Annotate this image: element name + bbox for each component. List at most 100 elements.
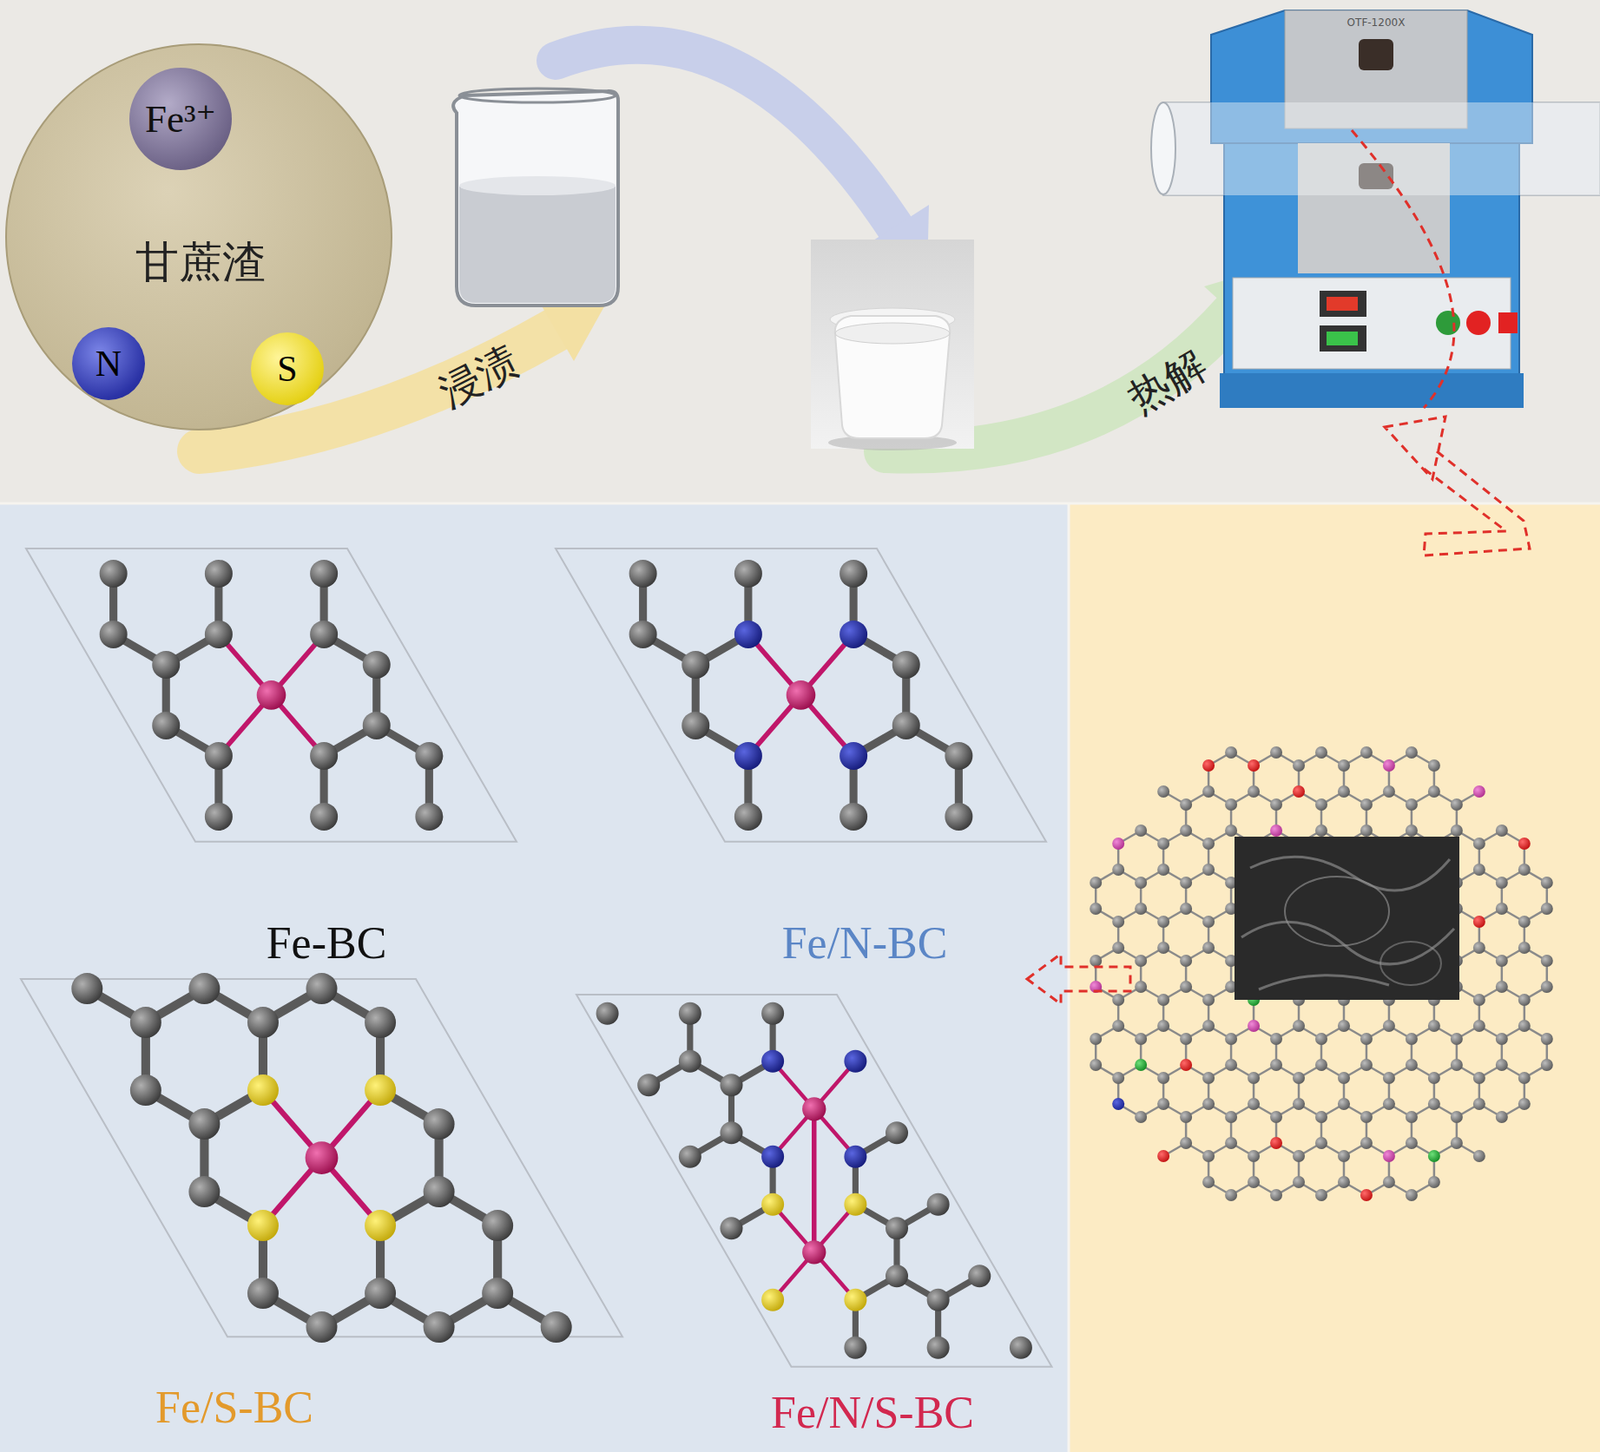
atom [1247, 759, 1260, 772]
fe-atom [786, 680, 817, 711]
structure-caption: Fe/N/S-BC [770, 1388, 975, 1438]
atom [1112, 1072, 1125, 1085]
atom [1428, 785, 1441, 798]
atom [99, 620, 128, 649]
atom [1247, 1176, 1260, 1189]
atom [1382, 1020, 1396, 1033]
atom [1157, 1072, 1170, 1085]
atom [1495, 876, 1508, 889]
atom [188, 1176, 220, 1208]
atom [1382, 759, 1396, 772]
atom [1270, 1137, 1283, 1150]
atom [1202, 994, 1215, 1007]
atom [423, 1108, 455, 1140]
atom [1518, 994, 1531, 1007]
atom [1202, 837, 1215, 850]
atom [1405, 1059, 1418, 1072]
atom [1224, 1137, 1238, 1150]
atom [1224, 1189, 1238, 1202]
atom [1247, 1150, 1260, 1163]
sem-texture [1241, 856, 1455, 990]
atom [1450, 1137, 1463, 1150]
biomass-circle: 甘蔗渣Fe³⁺NS [5, 43, 393, 431]
atom [1270, 1111, 1283, 1124]
atom [481, 1277, 514, 1310]
node-text: Fe³⁺ [144, 99, 217, 139]
lattice-structures [20, 548, 1053, 1368]
node-text: N [95, 345, 122, 382]
atom [1134, 954, 1147, 968]
atom [719, 1073, 743, 1097]
beaker-rim [459, 88, 616, 103]
atom [1450, 1111, 1463, 1124]
atom [1179, 798, 1192, 811]
atom [761, 1050, 784, 1074]
beaker-liquid [459, 182, 616, 303]
atom [761, 1289, 784, 1312]
atom [1495, 954, 1508, 968]
atom [1450, 1059, 1463, 1072]
atom [1495, 1059, 1508, 1072]
switch [1498, 312, 1518, 334]
atom [596, 1002, 619, 1026]
atom [1134, 981, 1147, 994]
crucible-photo [810, 239, 975, 449]
atom [1179, 1111, 1192, 1124]
atom [1473, 915, 1486, 929]
sem-texture [1380, 941, 1442, 986]
atom [1315, 1137, 1328, 1150]
atom [364, 1007, 396, 1039]
atom [1360, 798, 1373, 811]
atom [1270, 1033, 1283, 1046]
structure-caption: Fe/S-BC [155, 1382, 314, 1433]
atom [1518, 1098, 1531, 1111]
atom [967, 1264, 991, 1288]
button [1435, 310, 1461, 336]
atom [1405, 1137, 1418, 1150]
button [1466, 310, 1491, 336]
atom [1292, 785, 1305, 798]
atom [885, 1217, 909, 1240]
top-panel [0, 0, 1600, 504]
atom [204, 803, 233, 831]
atom [247, 1277, 279, 1310]
atom [1292, 1020, 1305, 1033]
display-digits [1326, 296, 1358, 311]
atom [1247, 785, 1260, 798]
atom [1112, 863, 1125, 876]
atom [1540, 981, 1554, 994]
atom [1202, 1176, 1215, 1189]
atom [839, 742, 868, 771]
atom [927, 1289, 950, 1312]
atom [1473, 941, 1486, 955]
atom [1473, 863, 1486, 876]
atom [1134, 824, 1147, 837]
atom [306, 973, 338, 1005]
atom [1202, 1020, 1215, 1033]
atom [1428, 1150, 1441, 1163]
atom [1405, 1033, 1418, 1046]
atom [681, 711, 710, 740]
atom [1179, 902, 1192, 916]
atom [309, 742, 338, 771]
atom [1473, 1150, 1486, 1163]
fe-atom [305, 1141, 339, 1175]
pointer-line [1351, 130, 1455, 409]
atom [1292, 759, 1305, 772]
atom [892, 711, 921, 740]
atom [1360, 1033, 1373, 1046]
atom [306, 1311, 338, 1344]
atom [1157, 1020, 1170, 1033]
atom [1089, 1059, 1102, 1072]
atom [1337, 1020, 1350, 1033]
atom [204, 559, 233, 588]
atom [1292, 1176, 1305, 1189]
atom [839, 803, 868, 831]
atom [1337, 1072, 1350, 1085]
atom [1473, 994, 1486, 1007]
atom [1315, 1189, 1328, 1202]
unit-cell [20, 979, 623, 1337]
node-text: S [276, 350, 297, 388]
atom [678, 1002, 702, 1026]
furnace-notch [1358, 39, 1394, 71]
